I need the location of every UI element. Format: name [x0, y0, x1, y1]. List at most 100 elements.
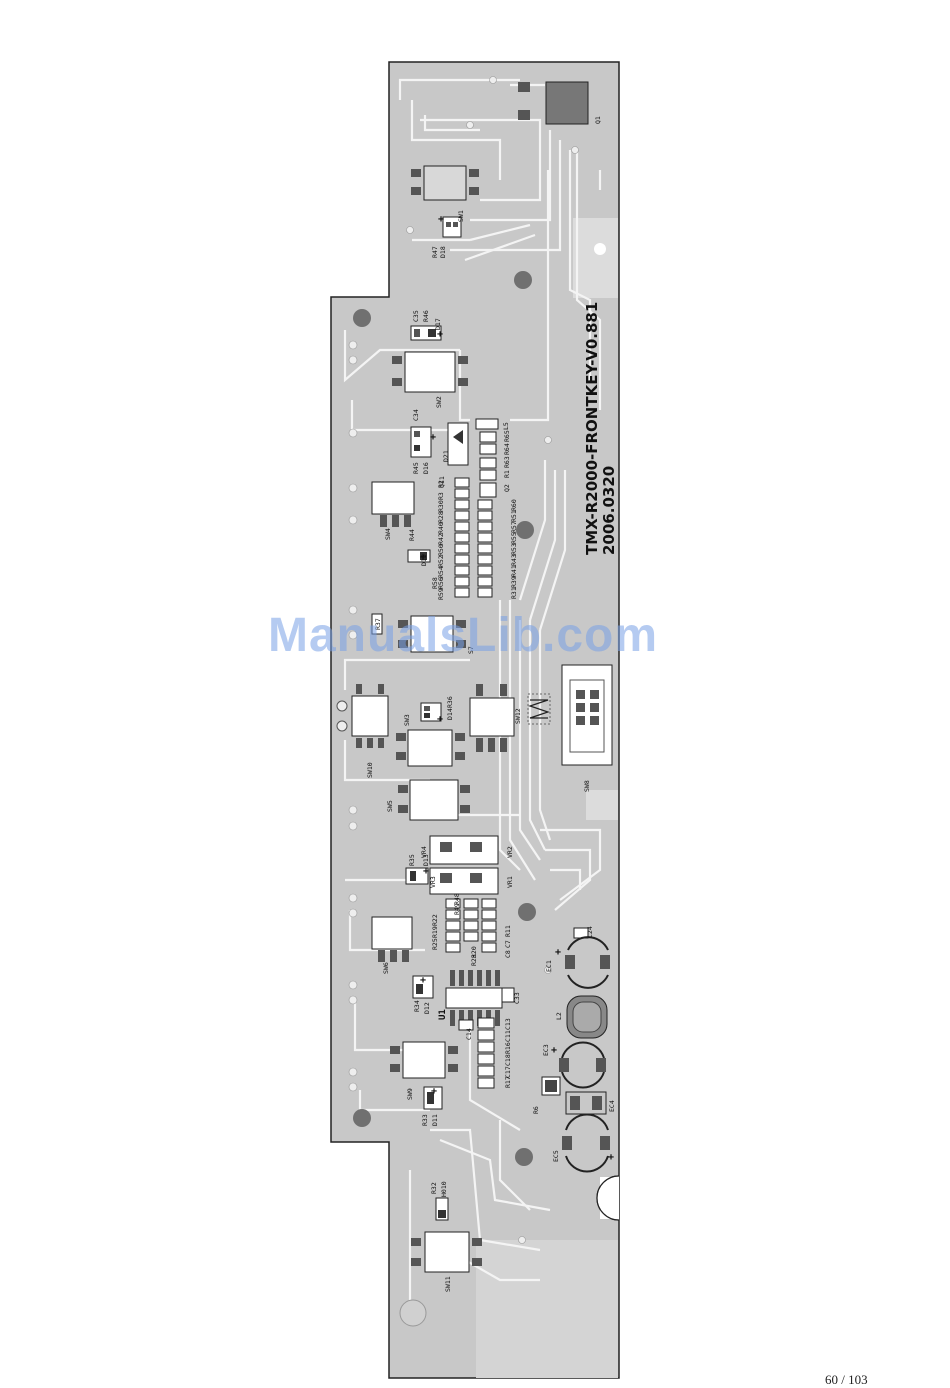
board-title-line1: TMX-R2000-FRONTKEY-V0.881	[583, 302, 601, 555]
label-c7: C7	[504, 940, 512, 948]
pad	[414, 431, 420, 437]
label-r25: R25	[431, 938, 439, 950]
label-r59: R59	[437, 588, 445, 600]
label-ec3: EC3	[542, 1044, 550, 1056]
s7-switch	[398, 615, 466, 653]
sw8-switch	[561, 664, 613, 766]
silkscreen-labels: Q1 SW1 R47 D18 C35 R46 D17 SW2 C34 R45 D…	[366, 116, 616, 1292]
label-r55: R55	[510, 532, 518, 544]
svg-text:+: +	[430, 432, 436, 443]
sw3-switch	[396, 729, 465, 767]
watermark: ManualsLib.com	[268, 609, 659, 662]
label-vr3: VR3	[429, 876, 437, 888]
board-title: TMX-R2000-FRONTKEY-V0.881 2006.0320	[583, 302, 618, 555]
label-r46: R46	[422, 310, 430, 322]
pad	[424, 706, 430, 711]
label-d11: D11	[431, 1114, 439, 1126]
label-sw1: SW1	[457, 210, 465, 222]
label-c35: C35	[412, 310, 420, 322]
label-q2: Q2	[503, 484, 511, 492]
svg-text:+: +	[438, 214, 444, 225]
label-sw12: SW12	[514, 708, 522, 724]
sw9-switch	[390, 1041, 458, 1079]
label-r20: R20	[470, 946, 478, 958]
label-r48: R48	[453, 893, 461, 905]
svg-text:+: +	[420, 552, 426, 563]
label-r11: R11	[504, 925, 512, 937]
q1-pad	[518, 82, 530, 92]
l2-inductor	[566, 995, 608, 1039]
label-r50: R50	[437, 544, 445, 556]
pad	[420, 552, 427, 560]
label-c33: C33	[513, 992, 521, 1004]
label-sw2: SW2	[435, 396, 443, 408]
label-c8: C8	[504, 950, 512, 958]
pad	[438, 1210, 446, 1218]
label-d21: D21	[442, 450, 450, 462]
mounting-hole	[515, 1148, 533, 1166]
label-r35: R35	[408, 854, 416, 866]
label-sw9: SW9	[406, 1088, 414, 1100]
label-sw3: SW3	[403, 714, 411, 726]
resistor-column-left	[454, 477, 470, 598]
sw10-switch	[336, 684, 389, 748]
pcb-traces	[343, 78, 602, 1300]
sw12-switch	[469, 684, 515, 752]
sw5-switch	[398, 779, 470, 821]
pad	[446, 222, 451, 227]
label-r60: R60	[510, 499, 518, 511]
label-h010: H010	[440, 1181, 448, 1197]
label-r34: R34	[413, 1000, 421, 1012]
c33-component	[501, 987, 515, 1003]
label-r2: R2	[437, 480, 445, 488]
mounting-hole-large	[399, 1299, 427, 1327]
label-r51: R51	[510, 510, 518, 522]
label-sw11: SW11	[444, 1276, 452, 1292]
l5-component	[475, 418, 499, 430]
label-r30: R30	[437, 500, 445, 512]
pad	[427, 1092, 434, 1104]
svg-text:+: +	[437, 329, 443, 340]
sw2-switch	[392, 351, 468, 393]
label-r56: R56	[437, 577, 445, 589]
label-r49: R49	[453, 903, 461, 915]
copper-free-zone	[573, 218, 618, 298]
r63-r65-resistor-array	[479, 431, 497, 498]
capacitor-column	[458, 1017, 495, 1089]
svg-text:+: +	[423, 866, 429, 877]
label-ec4: EC4	[608, 1100, 616, 1112]
vr-trimmer-group	[429, 835, 499, 895]
label-r19: R19	[431, 926, 439, 938]
label-c13: C13	[504, 1018, 512, 1030]
resistor-block-middle	[445, 898, 497, 953]
sw4-switch	[371, 481, 415, 527]
mounting-hole	[353, 1109, 371, 1127]
board-title-line2: 2006.0320	[600, 466, 618, 555]
label-r57: R57	[510, 521, 518, 533]
label-sw8: SW8	[583, 780, 591, 792]
pad	[414, 445, 420, 451]
label-s7: S7	[467, 646, 475, 654]
label-l5: L5	[502, 422, 510, 430]
pad	[453, 222, 458, 227]
svg-text:+: +	[551, 1045, 557, 1056]
label-r32: R32	[430, 1182, 438, 1194]
label-d13: D13	[422, 854, 430, 866]
label-vr2: VR2	[506, 846, 514, 858]
label-vr1: VR1	[506, 876, 514, 888]
pad	[428, 329, 436, 337]
svg-text:+: +	[420, 975, 426, 986]
label-c18: C18	[504, 1054, 512, 1066]
label-d18: D18	[439, 246, 447, 258]
d21-component	[447, 422, 469, 466]
label-r64: R64	[503, 443, 511, 455]
sw1-switch	[411, 165, 479, 201]
mounting-hole	[518, 903, 536, 921]
vias	[348, 76, 579, 1244]
label-c24: C24	[586, 926, 594, 938]
ec1-capacitor	[565, 936, 610, 989]
label-d15: D15	[420, 554, 428, 566]
q1-pad	[518, 110, 530, 120]
label-r44: R44	[408, 529, 416, 541]
